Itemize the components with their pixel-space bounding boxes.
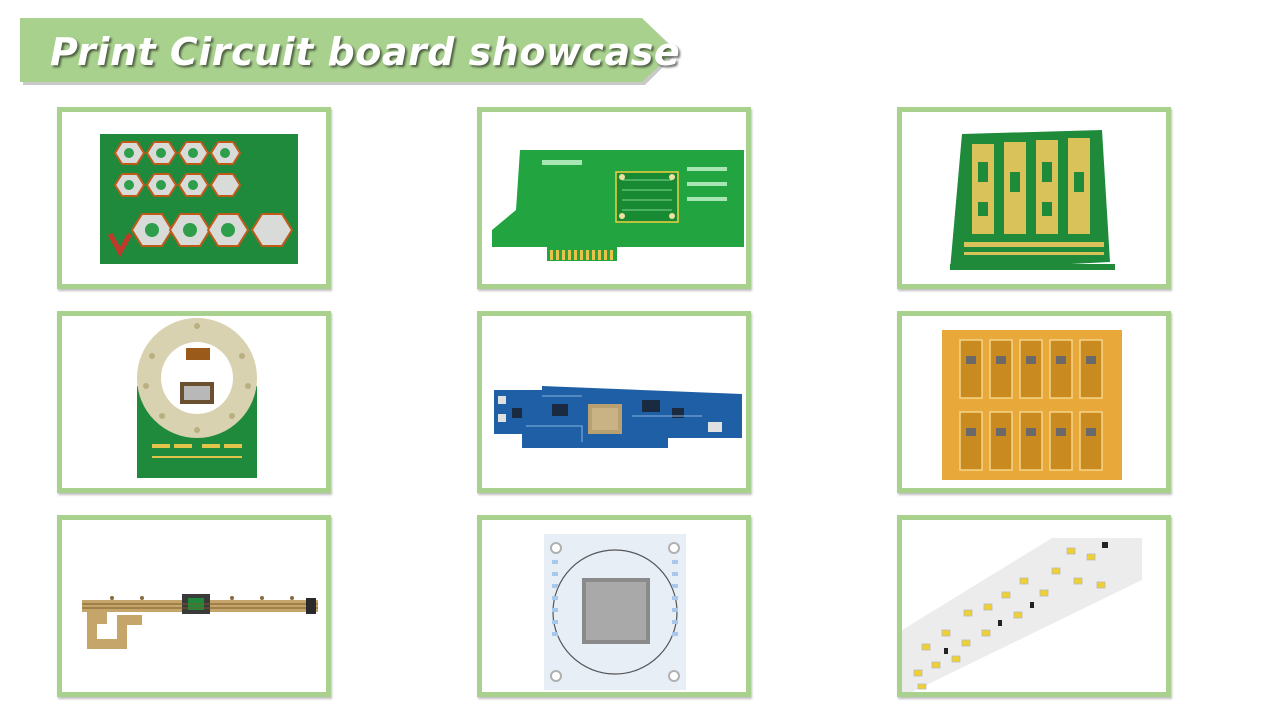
gallery-tile	[477, 311, 751, 493]
page-title: Print Circuit board showcase	[50, 30, 681, 74]
blue-motherboard-pcb-image	[494, 386, 742, 448]
long-flex-circuit-image	[82, 594, 318, 649]
round-rigid-flex-pcb-image	[137, 318, 257, 478]
yellow-flex-panel-pcb-image	[942, 330, 1122, 480]
gallery-tile	[477, 107, 751, 289]
gallery-tile	[57, 107, 331, 289]
gallery-tile	[57, 515, 331, 697]
rigid-flex-hexagon-pcb-image	[100, 134, 298, 264]
gallery-tile	[477, 515, 751, 697]
white-ceramic-substrate-image	[544, 534, 686, 690]
green-pcie-card-pcb-image	[492, 150, 744, 261]
gallery-tile	[897, 311, 1171, 493]
banner-arrow-shape	[20, 18, 678, 85]
title-banner: Print Circuit board showcase	[20, 18, 680, 86]
gallery-tile	[897, 107, 1171, 289]
white-led-strip-pcb-image	[902, 538, 1142, 692]
gallery-tile	[57, 311, 331, 493]
rf-gold-pattern-pcb-image	[950, 130, 1115, 270]
gallery-tile	[897, 515, 1171, 697]
